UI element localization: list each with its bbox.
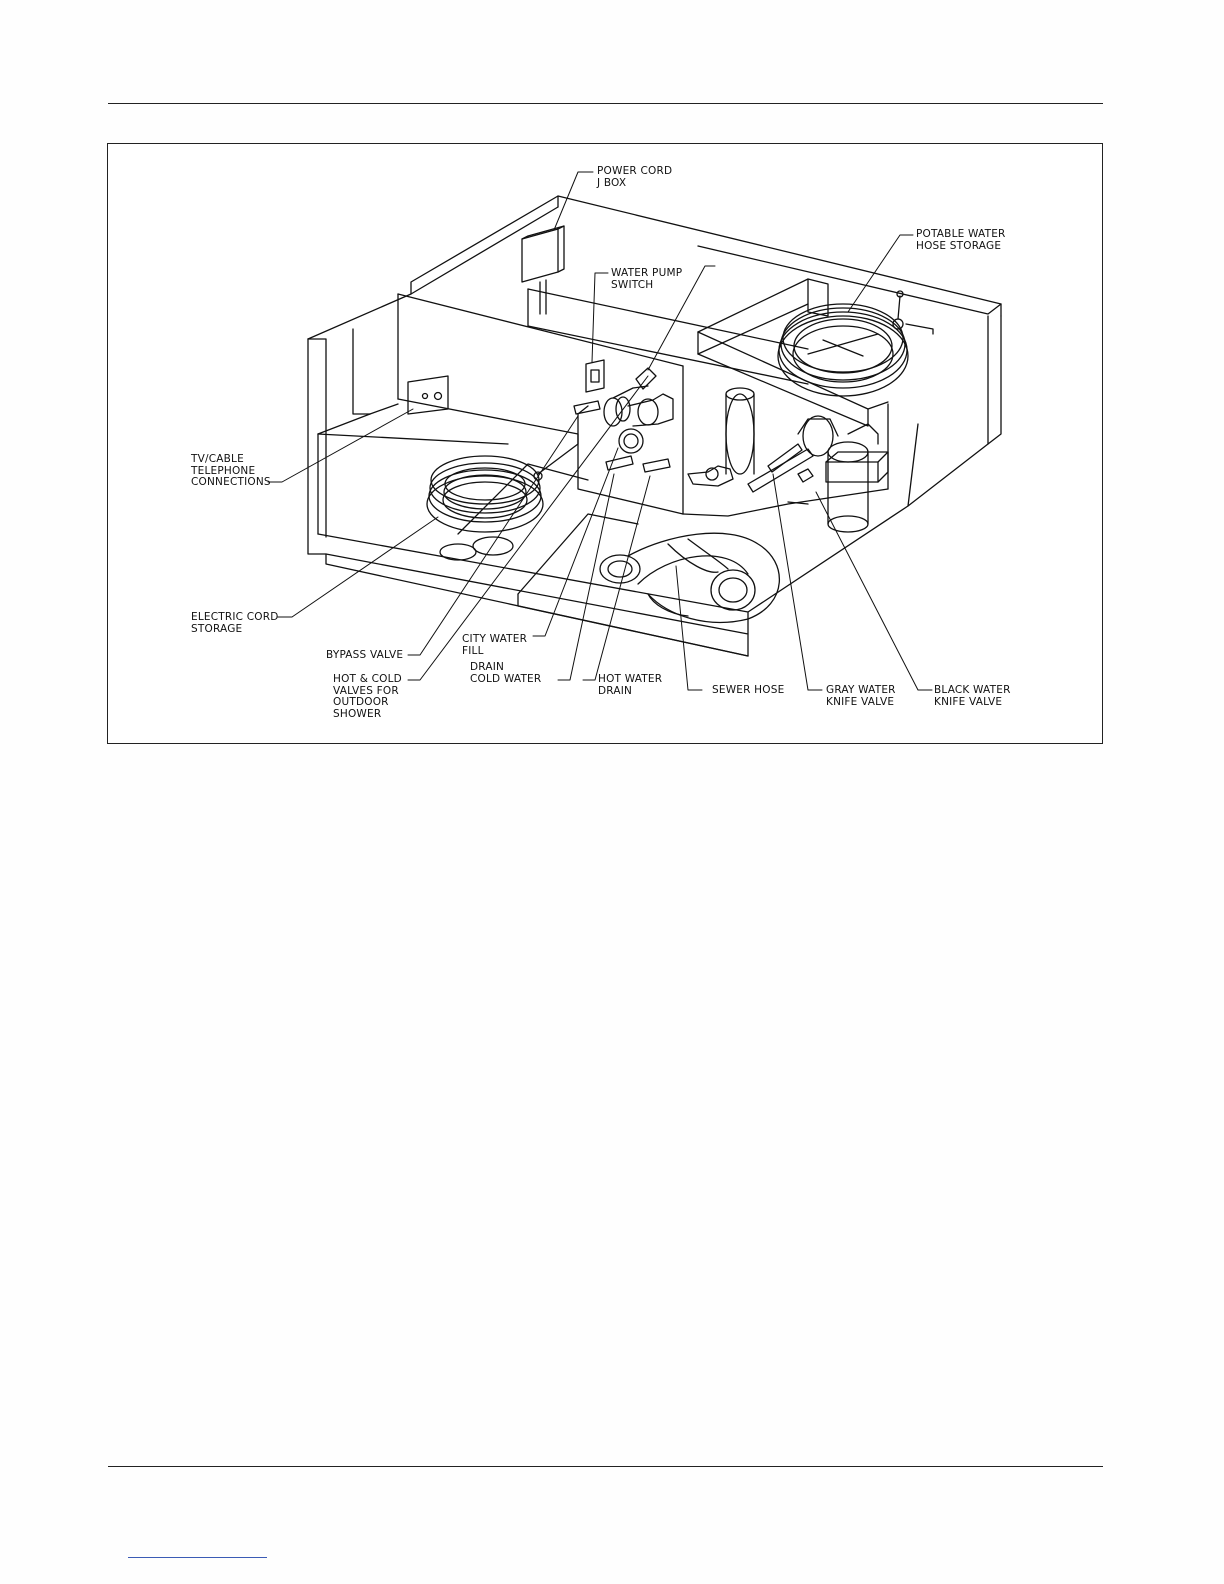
footer-link-underline[interactable] — [128, 1557, 267, 1558]
label-black-water-knife-valve: BLACK WATER KNIFE VALVE — [934, 685, 1011, 708]
tank-assembly — [688, 388, 754, 486]
label-hot-water-drain: HOT WATER DRAIN — [598, 674, 662, 697]
valve-cluster — [574, 368, 673, 472]
label-city-water-fill: CITY WATER FILL — [462, 634, 527, 657]
header-rule — [108, 103, 1103, 104]
label-gray-water-knife-valve: GRAY WATER KNIFE VALVE — [826, 685, 896, 708]
label-bypass-valve: BYPASS VALVE — [326, 650, 403, 662]
knife-valves — [748, 416, 888, 532]
label-drain-cold-water: DRAIN COLD WATER — [470, 662, 541, 685]
tv-cable-plate — [408, 376, 448, 414]
compartment-body — [308, 196, 1001, 656]
label-sewer-hose: SEWER HOSE — [712, 685, 784, 697]
utility-compartment-figure: POWER CORD J BOX WATER PUMP SWITCH POTAB… — [107, 143, 1103, 744]
label-tv-cable-telephone: TV/CABLE TELEPHONE CONNECTIONS — [191, 454, 271, 489]
water-pump-switch — [586, 360, 604, 392]
footer-rule — [108, 1466, 1103, 1467]
electric-cord-coil — [427, 406, 588, 560]
label-electric-cord-storage: ELECTRIC CORD STORAGE — [191, 612, 279, 635]
label-potable-water-hose-storage: POTABLE WATER HOSE STORAGE — [916, 229, 1006, 252]
label-power-cord-jbox: POWER CORD J BOX — [597, 166, 672, 189]
label-water-pump-switch: WATER PUMP SWITCH — [611, 268, 682, 291]
label-hot-cold-valves: HOT & COLD VALVES FOR OUTDOOR SHOWER — [333, 674, 402, 720]
